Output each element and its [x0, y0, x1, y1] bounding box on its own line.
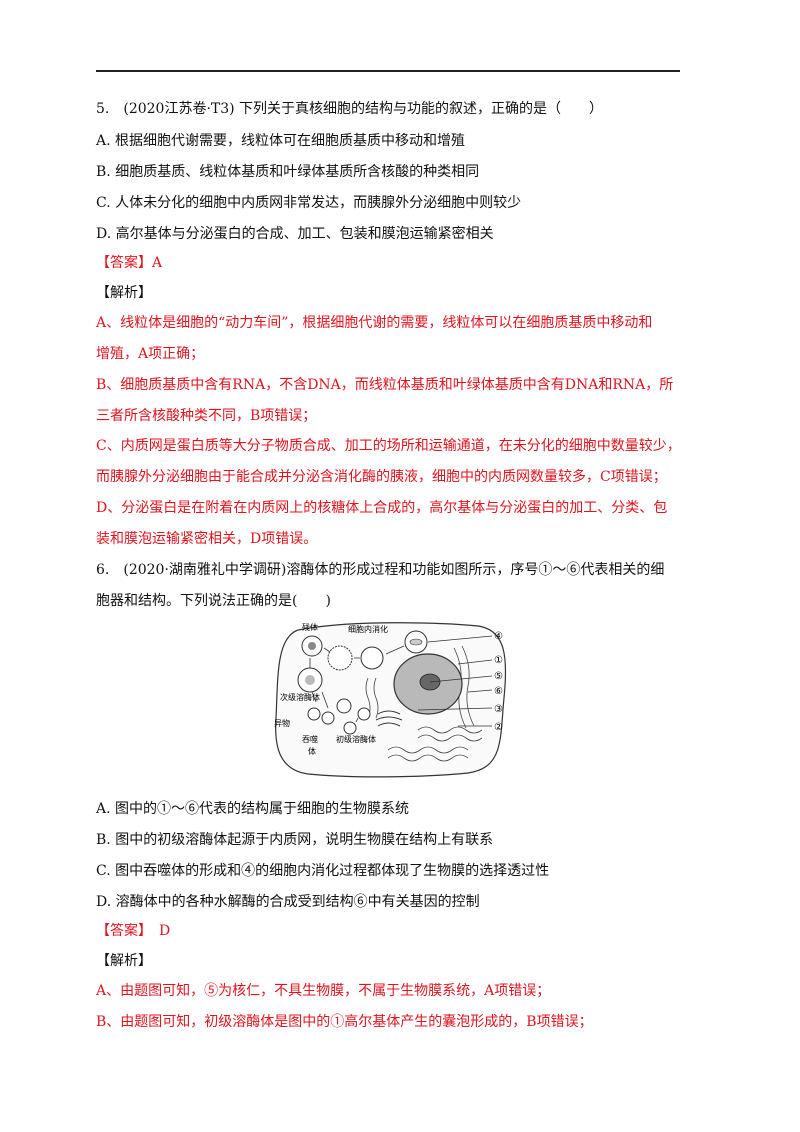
label-secondary-lysosome: 次级溶酶体	[280, 692, 320, 702]
mitochondrion	[409, 638, 423, 646]
label-residual-body: 残体	[302, 622, 318, 632]
q6-option-a: A. 图中的①～⑥代表的结构属于细胞的生物膜系统	[96, 801, 410, 817]
er-membrane	[417, 734, 483, 742]
q5-analysis-line: 装和膜泡运输紧密相关，D项错误。	[96, 531, 318, 547]
er-membrane	[417, 726, 483, 734]
q5-analysis-line: D、分泌蛋白是在附着在内质网上的核糖体上合成的，高尔基体与分泌蛋白的加工、分类、…	[96, 500, 668, 516]
q5-stem: 5. (2020江苏卷·T3) 下列关于真核细胞的结构与功能的叙述，正确的是（ …	[96, 101, 604, 117]
q6-stem-line: 胞器和结构。下列说法正确的是( )	[96, 593, 331, 609]
vesicle	[336, 698, 352, 714]
golgi-apparatus	[375, 716, 403, 721]
digestion-vesicle	[327, 645, 353, 671]
vesicle	[357, 707, 371, 721]
process-arrow	[323, 645, 405, 659]
label-number-2: ②	[494, 722, 503, 733]
residual-body-core	[308, 642, 316, 650]
secondary-lysosome-core	[305, 675, 315, 685]
header-rule	[96, 70, 680, 72]
q6-analysis-line: B、由题图可知，初级溶酶体是图中的①高尔基体产生的囊泡形成的，B项错误；	[96, 1014, 593, 1030]
golgi-apparatus	[377, 710, 401, 715]
label-number-1: ①	[494, 655, 503, 666]
label-primary-lysosome: 初级溶酶体	[336, 734, 376, 744]
q6-option-c: C. 图中吞噬体的形成和④的细胞内消化过程都体现了生物膜的选择透过性	[96, 863, 550, 879]
er-membrane	[373, 677, 379, 719]
label-phagosome: 体	[308, 746, 316, 756]
label-foreign: 异物	[274, 718, 290, 728]
q6-answer: 【答案】 D	[96, 923, 171, 939]
q5-option-c: C. 人体未分化的细胞中内质网非常发达，而胰腺外分泌细胞中则较少	[96, 195, 522, 211]
phagosome	[307, 707, 321, 721]
label-number-4: ④	[494, 631, 503, 642]
label-number-6: ⑥	[494, 686, 503, 697]
q5-answer: 【答案】A	[96, 255, 163, 271]
q5-option-d: D. 高尔基体与分泌蛋白的合成、加工、包装和膜泡运输紧密相关	[96, 226, 494, 242]
q6-option-b: B. 图中的初级溶酶体起源于内质网，说明生物膜在结构上有联系	[96, 832, 494, 848]
q5-analysis-line: 增殖，A项正确；	[96, 346, 205, 362]
label-number-3: ③	[494, 704, 503, 715]
primary-lysosome	[343, 721, 357, 735]
label-number-5: ⑤	[494, 671, 503, 682]
label-intracellular-digestion: 细胞内消化	[348, 624, 388, 634]
q5-analysis-line: C、内质网是蛋白质等大分子物质合成、加工的场所和运输通道，在未分化的细胞中数量较…	[96, 438, 681, 454]
q5-option-b: B. 细胞质基质、线粒体基质和叶绿体基质所含核酸的种类相同	[96, 164, 480, 180]
er-membrane	[387, 746, 469, 754]
q5-analysis-line: A、线粒体是细胞的“动力车间”，根据细胞代谢的需要，线粒体可以在细胞质基质中移动…	[96, 315, 653, 331]
q6-analysis-label: 【解析】	[96, 953, 152, 969]
q5-option-a: A. 根据细胞代谢需要，线粒体可在细胞质基质中移动和增殖	[96, 133, 466, 149]
er-membrane	[461, 645, 475, 727]
q6-option-d: D. 溶酶体中的各种水解酶的合成受到结构⑥中有关基因的控制	[96, 894, 480, 910]
process-arrow	[309, 658, 359, 723]
phagosome	[321, 711, 335, 725]
er-membrane	[387, 754, 469, 762]
q5-analysis-label: 【解析】	[96, 285, 152, 301]
q6-stem-line: 6. (2020·湖南雅礼中学调研)溶酶体的形成过程和功能如图所示，序号①～⑥代…	[96, 562, 665, 578]
q5-analysis-line: 三者所含核酸种类不同，B项错误；	[96, 408, 317, 424]
golgi-apparatus	[377, 722, 401, 727]
q6-analysis-line: A、由题图可知，⑤为核仁，不具生物膜，不属于生物膜系统，A项错误；	[96, 983, 551, 999]
label-phagosome: 吞噬	[302, 734, 318, 744]
q5-analysis-line: 而胰腺外分泌细胞由于能合成并分泌含消化酶的胰液，细胞中的内质网数量较多，C项错误…	[96, 469, 667, 485]
q5-analysis-line: B、细胞质基质中含有RNA，不含DNA，而线粒体基质和叶绿体基质中含有DNA和R…	[96, 377, 674, 393]
label-leader-line	[417, 635, 493, 727]
lysosome-cell-diagram: 残体 细胞内消化 次级溶酶体 异物 吞噬 体 初级溶酶体 ④ ① ⑤ ⑥ ③ ②	[274, 622, 507, 778]
digestion-vesicle	[360, 646, 384, 670]
